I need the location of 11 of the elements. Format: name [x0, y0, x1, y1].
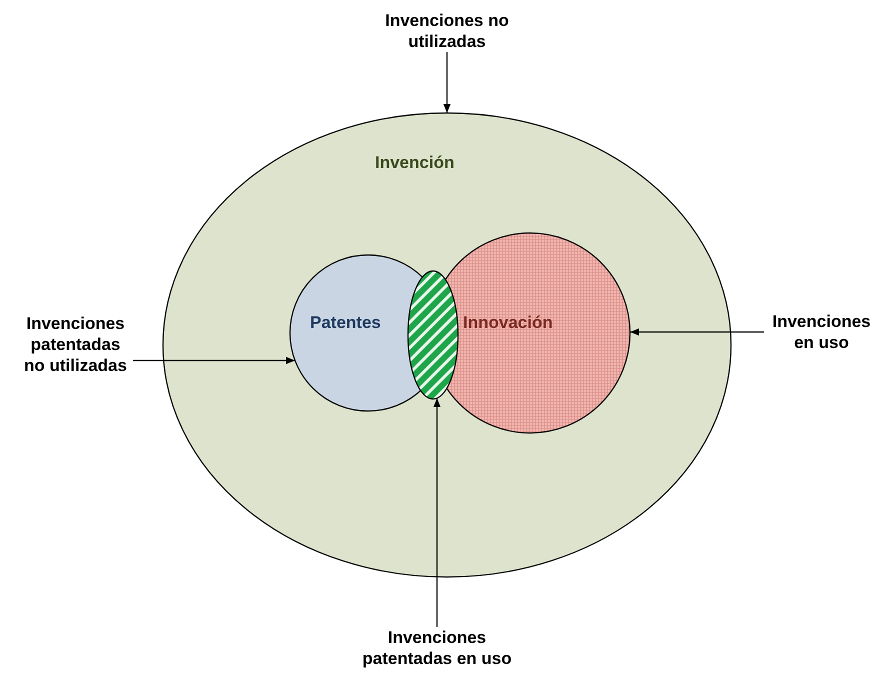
arrow [630, 328, 764, 336]
arrow [443, 52, 451, 113]
region-label: Innovación [463, 313, 553, 333]
caption-text: Invenciones en uso [771, 311, 872, 353]
caption-text: Invenciones patentadas no utilizadas [23, 313, 128, 376]
region-label: Patentes [310, 313, 381, 333]
caption-text: Invenciones patentadas en uso [361, 627, 513, 669]
caption-text: Invenciones no utilizadas [384, 10, 510, 52]
arrow [433, 398, 441, 627]
region-label: Invención [375, 153, 454, 173]
arrow [133, 356, 295, 364]
